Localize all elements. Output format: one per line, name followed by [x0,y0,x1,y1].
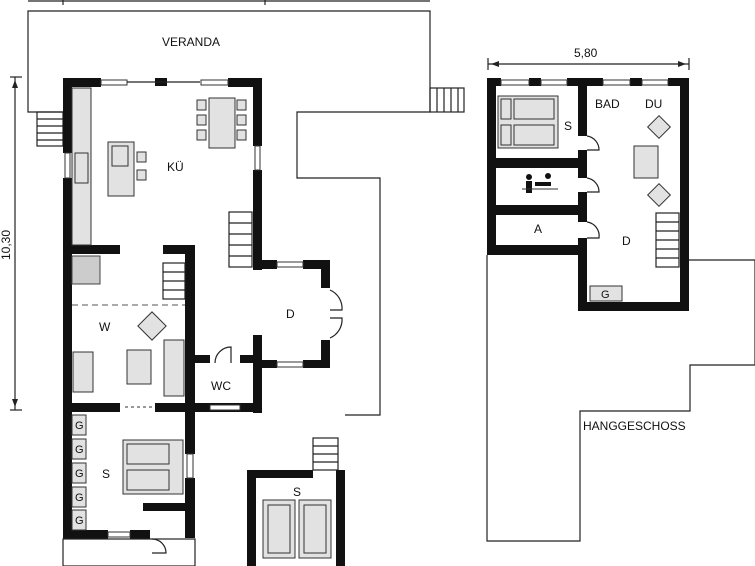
height-dimension-line [10,76,22,411]
main-house-walls [63,78,330,539]
veranda-outline [27,10,431,416]
stairs-lower [655,212,680,268]
top-dimension-line [28,0,430,5]
wc-door [214,346,232,364]
sauna-icon [522,173,558,193]
bottom-terrace [62,538,196,566]
fireplace [71,255,101,285]
guest-beds [71,414,87,531]
annex-steps [312,437,339,471]
double-bed [122,439,184,495]
lower-windows [500,79,669,86]
lower-floor-walls [487,78,689,311]
veranda-steps-right [429,87,465,113]
doors-lower [586,135,600,239]
room-label-veranda: VERANDA [162,35,220,49]
veranda-steps-left [36,111,64,147]
room-label-kitchen: KÜ [167,160,184,174]
bedroom-door [151,538,167,554]
bath-furniture [633,114,672,208]
width-dimension-label: 5,80 [574,46,598,60]
dining-table [136,97,247,181]
width-dimension-line [487,58,690,70]
guest-bed-label: G [75,420,84,432]
room-label-lower-bedroom: S [564,119,572,133]
room-label-hall: D [286,307,295,321]
windows [64,79,304,538]
height-dimension-label: 10,30 [0,230,13,260]
stairs-living [162,262,186,300]
room-label-living: W [99,320,111,334]
entrance-door [329,289,343,339]
hanggeschoss-outline [486,255,755,542]
guest-bed-label: G [75,515,84,527]
room-label-storage: A [534,222,542,236]
stairs-kitchen [228,211,253,268]
annex-walls [247,470,345,566]
room-label-shower: DU [645,97,662,111]
guest-bed-label: G [75,492,84,504]
lower-bedroom-beds [497,95,559,149]
lower-guest-bed-label: G [601,289,610,301]
guest-bed-label: G [75,468,84,480]
annex-beds [262,499,332,559]
guest-bed-label: G [75,444,84,456]
room-label-bedroom: S [102,467,110,481]
room-label-annex-bedroom: S [293,485,301,499]
living-furniture [72,311,185,397]
room-label-bath: BAD [595,97,620,111]
room-label-lower-hall: D [622,234,631,248]
lower-guest-bed [589,285,623,302]
kitchen-counter [71,87,135,246]
floor-title-hanggeschoss: HANGGESCHOSS [583,419,686,433]
room-label-toilet: WC [211,379,231,393]
